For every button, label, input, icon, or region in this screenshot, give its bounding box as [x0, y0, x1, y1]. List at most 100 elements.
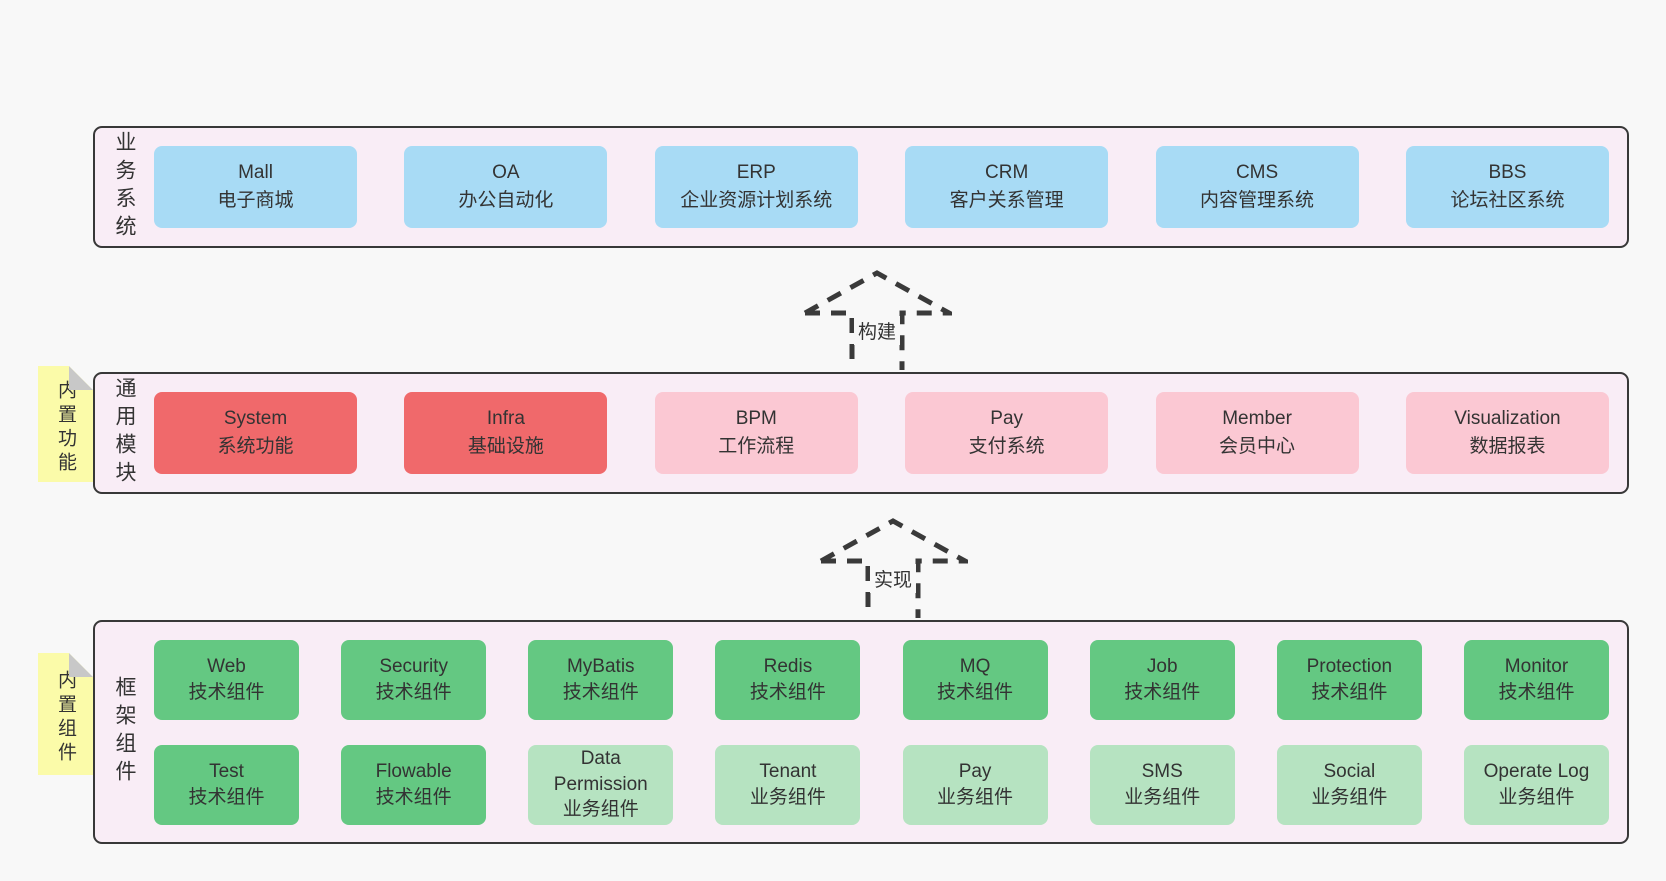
- box-flowable: Flowable 技术组件: [341, 744, 487, 825]
- box-system: System 系统功能: [154, 392, 357, 474]
- sticky-note-builtin-components: 内置组件: [38, 653, 93, 775]
- box-desc: 电子商城: [217, 190, 294, 211]
- box-name: Social: [1323, 760, 1376, 782]
- box-name: Visualization: [1454, 408, 1561, 430]
- box-sms: SMS 业务组件: [1089, 744, 1235, 825]
- box-desc: 内容管理系统: [1200, 190, 1315, 211]
- box-desc: 会员中心: [1219, 436, 1296, 457]
- box-name: Flowable: [375, 760, 452, 782]
- arrow-up-icon: [819, 518, 968, 618]
- box-bbs: BBS 论坛社区系统: [1405, 146, 1609, 228]
- box-name: Infra: [486, 408, 525, 430]
- box-job: Job 技术组件: [1089, 639, 1235, 720]
- box-bpm: BPM 工作流程: [654, 392, 858, 474]
- box-desc: 论坛社区系统: [1450, 190, 1565, 211]
- box-name: Monitor: [1504, 655, 1569, 677]
- box-web: Web 技术组件: [154, 639, 299, 720]
- box-desc: 技术组件: [562, 681, 639, 703]
- sticky-note-label: 内置组件: [55, 670, 76, 766]
- box-test: Test 技术组件: [154, 744, 299, 825]
- box-desc: 企业资源计划系统: [680, 190, 833, 211]
- box-protection: Protection 技术组件: [1276, 639, 1422, 720]
- box-name: Data Permission: [553, 748, 648, 795]
- layer-label-business-systems: 业务系统: [113, 131, 136, 243]
- box-name: SMS: [1141, 760, 1183, 782]
- box-desc: 客户关系管理: [949, 190, 1064, 211]
- arrow-up-implement: 实现: [818, 518, 968, 618]
- box-desc: 技术组件: [375, 681, 452, 703]
- box-name: BBS: [1488, 162, 1527, 184]
- box-visualization: Visualization 数据报表: [1405, 392, 1609, 474]
- box-monitor: Monitor 技术组件: [1463, 639, 1609, 720]
- box-desc: 技术组件: [937, 681, 1014, 703]
- arrow-up-icon: [803, 270, 952, 370]
- box-name: Redis: [763, 655, 813, 677]
- box-desc: 业务组件: [1124, 786, 1201, 808]
- box-name: Tenant: [759, 760, 817, 782]
- box-name: Test: [209, 760, 244, 782]
- box-name: Mall: [238, 162, 273, 184]
- box-social: Social 业务组件: [1276, 744, 1422, 825]
- box-desc: 技术组件: [1124, 681, 1201, 703]
- box-name: System: [223, 408, 288, 430]
- box-operate-log: Operate Log 业务组件: [1463, 744, 1609, 825]
- box-name: Protection: [1306, 655, 1393, 677]
- box-name: Pay: [958, 760, 992, 782]
- box-desc: 技术组件: [188, 786, 265, 808]
- box-mall: Mall 电子商城: [154, 146, 357, 228]
- box-desc: 业务组件: [1311, 786, 1388, 808]
- sticky-note-label: 内置功能: [55, 380, 76, 476]
- box-desc: 数据报表: [1469, 436, 1546, 457]
- arrow-up-build: 构建: [802, 270, 952, 370]
- box-desc: 技术组件: [1498, 681, 1575, 703]
- box-member: Member 会员中心: [1155, 392, 1359, 474]
- box-desc: 技术组件: [1311, 681, 1388, 703]
- box-desc: 技术组件: [188, 681, 265, 703]
- box-desc: 办公自动化: [458, 190, 554, 211]
- box-desc: 支付系统: [968, 436, 1045, 457]
- box-desc: 系统功能: [217, 436, 294, 457]
- box-name: Operate Log: [1483, 760, 1590, 782]
- box-name: Member: [1222, 408, 1292, 430]
- box-pay: Pay 支付系统: [905, 392, 1109, 474]
- box-cms: CMS 内容管理系统: [1155, 146, 1359, 228]
- sticky-note-builtin-features: 内置功能: [38, 366, 93, 482]
- layer-label-common-modules: 通用模块: [113, 377, 136, 489]
- box-pay: Pay 业务组件: [902, 744, 1048, 825]
- box-desc: 业务组件: [749, 786, 826, 808]
- box-mq: MQ 技术组件: [902, 639, 1048, 720]
- box-desc: 技术组件: [375, 786, 452, 808]
- box-name: BPM: [735, 408, 777, 430]
- box-desc: 工作流程: [718, 436, 795, 457]
- box-name: Web: [207, 655, 246, 677]
- box-desc: 业务组件: [937, 786, 1014, 808]
- box-name: Pay: [990, 408, 1024, 430]
- box-name: Job: [1146, 655, 1178, 677]
- box-name: CMS: [1235, 162, 1279, 184]
- box-name: MQ: [959, 655, 991, 677]
- box-name: MyBatis: [566, 655, 635, 677]
- box-desc: 业务组件: [1498, 786, 1575, 808]
- box-name: ERP: [736, 162, 776, 184]
- arrow-label-implement: 实现: [869, 564, 917, 593]
- arrow-label-build: 构建: [853, 316, 901, 345]
- box-mybatis: MyBatis 技术组件: [528, 639, 674, 720]
- box-tenant: Tenant 业务组件: [715, 744, 861, 825]
- box-erp: ERP 企业资源计划系统: [654, 146, 858, 228]
